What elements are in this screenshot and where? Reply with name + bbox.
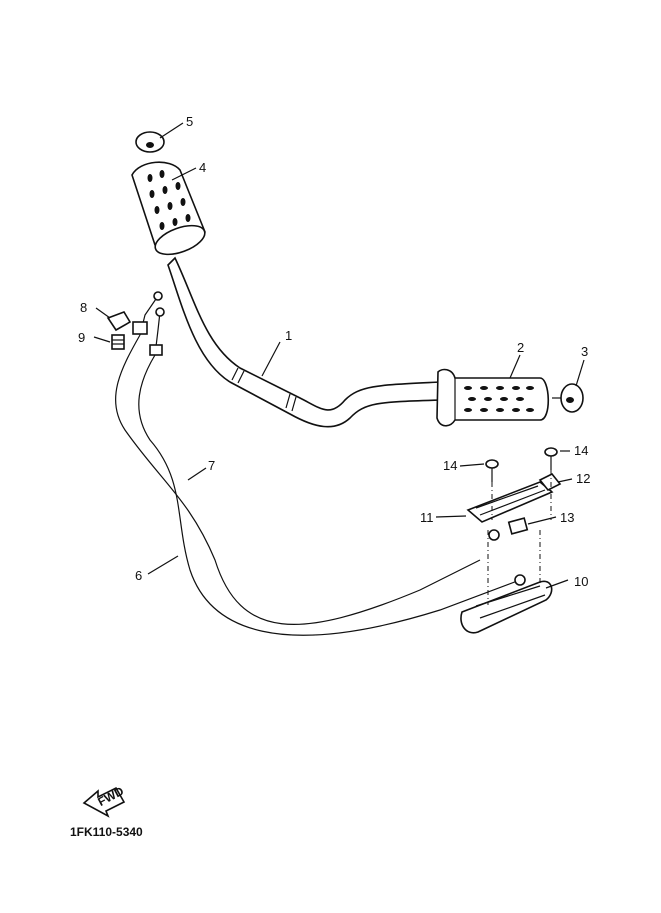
housing-screw-right	[544, 447, 558, 470]
right-bar-end	[552, 383, 584, 413]
cable-guide	[507, 517, 529, 535]
housing-plate	[538, 472, 562, 492]
callout-5: 5	[186, 114, 193, 129]
callout-6: 6	[135, 568, 142, 583]
callout-3: 3	[581, 344, 588, 359]
left-grip	[131, 161, 206, 256]
callout-13: 13	[560, 510, 574, 525]
handlebar	[167, 256, 441, 428]
throttle-housing-lower	[460, 580, 553, 634]
callout-14-left: 14	[443, 458, 457, 473]
right-grip	[436, 368, 550, 427]
callout-14-right: 14	[574, 443, 588, 458]
throttle-cable-1	[115, 291, 481, 625]
left-bar-end	[135, 131, 165, 153]
leader-lines	[93, 122, 585, 589]
callout-8: 8	[80, 300, 87, 315]
callout-12: 12	[576, 471, 590, 486]
cable-clip	[106, 311, 132, 332]
housing-screw-left	[485, 459, 499, 482]
callout-4: 4	[199, 160, 206, 175]
callout-7: 7	[208, 458, 215, 473]
front-direction-arrow: FWD	[82, 784, 126, 818]
callout-1: 1	[285, 328, 292, 343]
callout-10: 10	[574, 574, 588, 589]
callout-9: 9	[78, 330, 85, 345]
throttle-cable-2	[138, 307, 526, 636]
figure-code: 1FK110-5340	[70, 825, 143, 839]
callout-11: 11	[420, 510, 434, 525]
throttle-housing-upper	[466, 481, 554, 523]
adjuster-screw	[111, 334, 125, 350]
callout-2: 2	[517, 340, 524, 355]
